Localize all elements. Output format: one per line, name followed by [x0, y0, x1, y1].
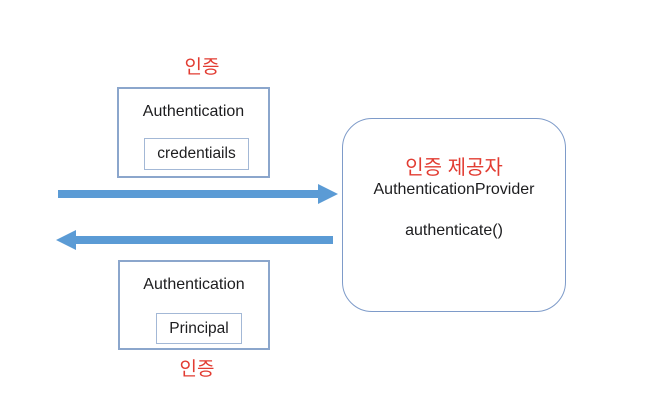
authentication-result-title: Authentication — [143, 276, 245, 293]
bottom-auth-label: 인증 — [179, 359, 215, 380]
request-arrow-shaft — [58, 190, 318, 198]
authentication-provider-box: 인증 제공자 AuthenticationProvider authentica… — [342, 118, 566, 312]
credentials-field-label: credentiails — [157, 145, 236, 162]
provider-korean-label: 인증 제공자 — [405, 157, 503, 179]
authentication-request-title: Authentication — [142, 103, 245, 120]
authentication-result-box: Authentication Principal — [118, 260, 270, 350]
authentication-request-box: Authentication credentiails — [117, 87, 270, 178]
request-arrow-head — [318, 184, 338, 204]
response-arrow-head — [56, 230, 76, 250]
principal-field-label: Principal — [169, 319, 229, 337]
provider-method-name: authenticate() — [405, 222, 503, 239]
top-auth-label: 인증 — [184, 57, 220, 78]
provider-class-name: AuthenticationProvider — [373, 181, 535, 198]
credentials-field-box: credentiails — [144, 138, 249, 170]
principal-field-box: Principal — [156, 313, 242, 344]
response-arrow-shaft — [76, 236, 333, 244]
